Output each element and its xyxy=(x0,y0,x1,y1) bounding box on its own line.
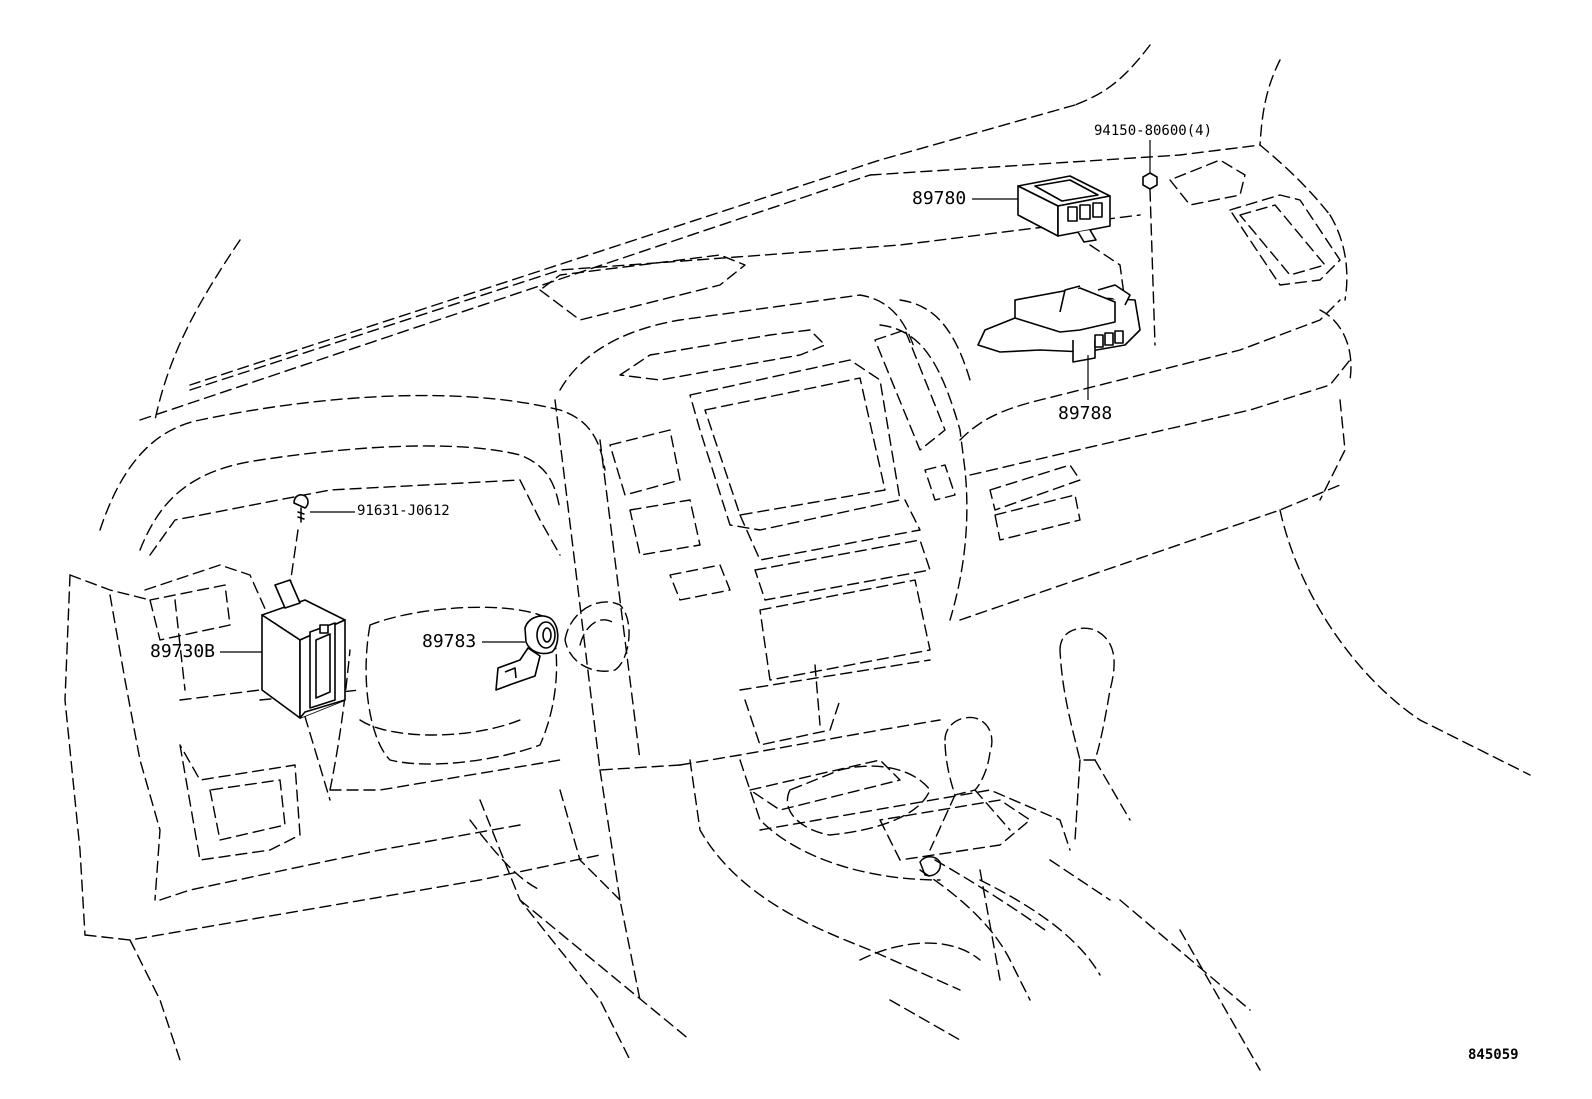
label-91631-j0612: 91631-J0612 xyxy=(357,503,450,519)
label-89783: 89783 xyxy=(422,631,477,652)
part-89780-module xyxy=(1017,175,1111,243)
part-89730b-unit xyxy=(261,579,346,719)
dashboard-outline xyxy=(64,44,1531,1071)
label-94150-80600: 94150-80600(4) xyxy=(1094,123,1213,139)
drawing-number: 845059 xyxy=(1468,1047,1519,1063)
label-89788: 89788 xyxy=(1058,403,1113,424)
label-89730b: 89730B xyxy=(150,641,216,662)
part-94150-nut xyxy=(1142,140,1158,190)
part-91631-screw xyxy=(289,494,309,586)
label-89780: 89780 xyxy=(912,188,967,209)
part-89783-sensor xyxy=(495,615,559,691)
part-89788-bracket xyxy=(977,284,1141,363)
leader-lines xyxy=(220,198,1089,653)
